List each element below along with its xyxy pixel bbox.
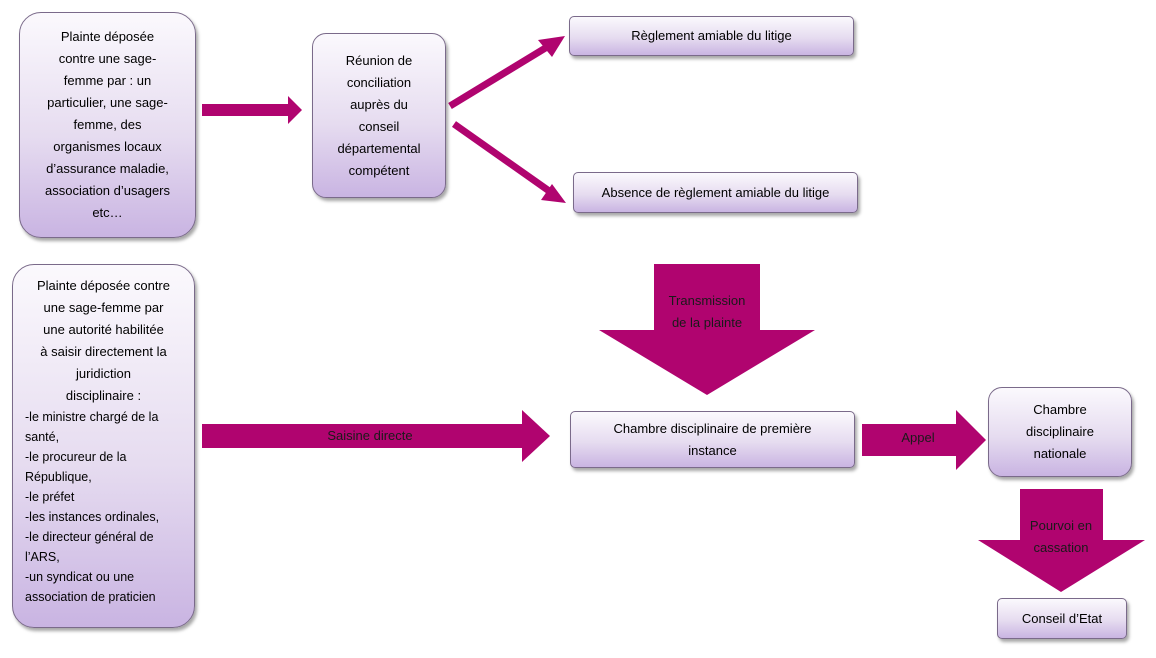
arrow-plainte-to-reunion <box>202 96 302 124</box>
reunion-conciliation-box: Réunion de conciliation auprès du consei… <box>312 33 446 198</box>
saisine-label: Saisine directe <box>327 428 413 443</box>
reunion-conciliation-text: Réunion de conciliation auprès du consei… <box>337 52 421 178</box>
list-item: -le procureur de la République, <box>25 450 127 484</box>
list-item: -le directeur général de l’ARS, <box>25 530 154 564</box>
arrow-reunion-to-absence <box>451 121 566 203</box>
arrow-saisine-directe <box>202 410 550 462</box>
list-item: -le ministre chargé de la santé, <box>25 410 159 444</box>
reglement-amiable-text: Règlement amiable du litige <box>631 28 792 43</box>
absence-reglement-box: Absence de règlement amiable du litige <box>573 172 858 213</box>
chambre-nationale-text: Chambre disciplinaire nationale <box>1026 402 1094 461</box>
chambre-premiere-instance-box: Chambre disciplinaire de première instan… <box>570 411 855 468</box>
list-item: -un syndicat ou une association de prati… <box>25 570 156 604</box>
arrow-reunion-to-reglement <box>448 36 565 109</box>
reglement-amiable-box: Règlement amiable du litige <box>569 16 854 56</box>
arrow-transmission <box>599 264 815 395</box>
appel-label: Appel <box>901 430 935 445</box>
pourvoi-label: Pourvoi en cassation <box>1029 518 1093 555</box>
absence-reglement-text: Absence de règlement amiable du litige <box>601 184 830 200</box>
arrow-pourvoi <box>978 489 1145 592</box>
list-item: -le préfet <box>25 490 75 504</box>
arrow-appel <box>862 410 986 470</box>
plainte-autorite-box: Plainte déposée contre une sage-femme pa… <box>12 264 195 628</box>
conseil-etat-text: Conseil d’Etat <box>1021 610 1103 626</box>
plainte-particulier-text: Plainte déposée contre une sage- femme p… <box>44 29 171 220</box>
chambre-nationale-box: Chambre disciplinaire nationale <box>988 387 1132 477</box>
plainte-particulier-box: Plainte déposée contre une sage- femme p… <box>19 12 196 238</box>
list-item: -les instances ordinales, <box>25 510 160 524</box>
conseil-etat-box: Conseil d’Etat <box>997 598 1127 639</box>
transmission-label: Transmission de la plainte <box>668 293 746 330</box>
plainte-autorite-heading: Plainte déposée contre une sage-femme pa… <box>37 278 170 403</box>
chambre-premiere-instance-text: Chambre disciplinaire de première instan… <box>613 420 812 458</box>
